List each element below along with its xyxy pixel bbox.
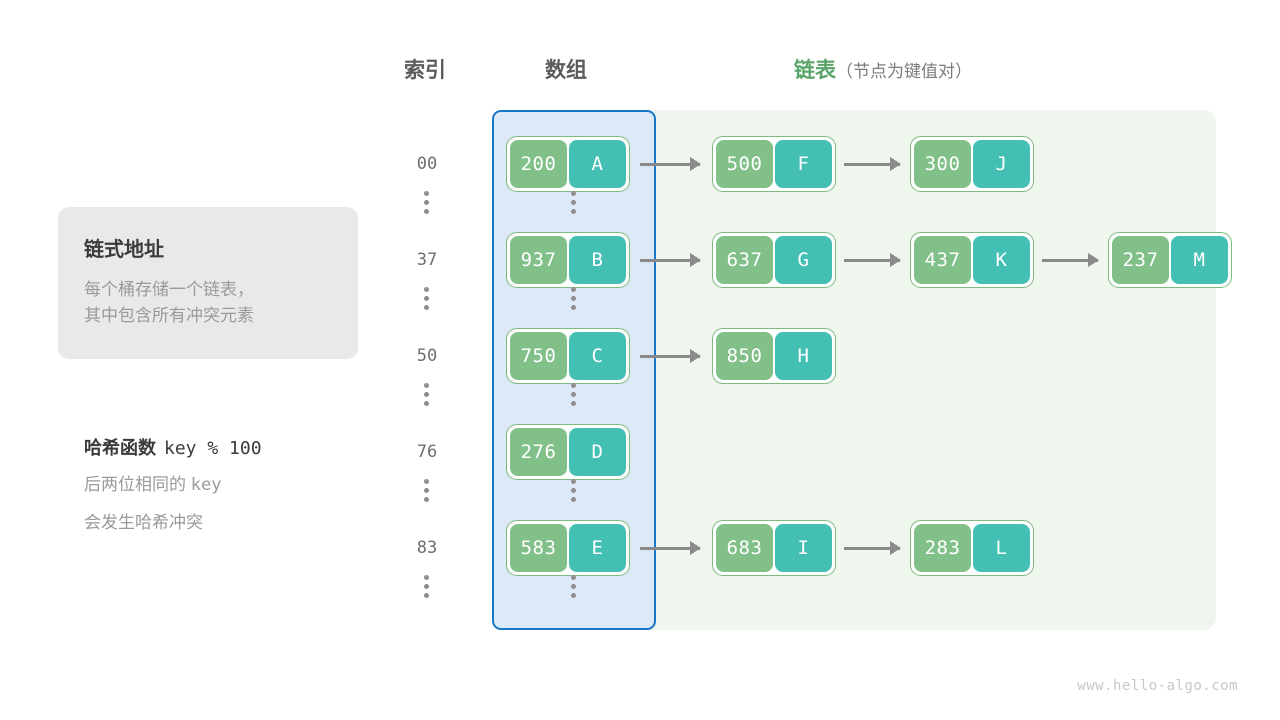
bucket-index-label: 76 bbox=[416, 442, 438, 462]
node-value: I bbox=[775, 524, 832, 572]
node-key: 583 bbox=[510, 524, 567, 572]
index-ellipsis bbox=[424, 287, 429, 310]
array-ellipsis bbox=[571, 191, 576, 214]
chain-arrow bbox=[844, 546, 900, 550]
chain-arrow bbox=[640, 258, 700, 262]
node-value: D bbox=[569, 428, 626, 476]
node-value: C bbox=[569, 332, 626, 380]
hash-note-keyword: key bbox=[190, 475, 222, 495]
chain-arrow bbox=[844, 258, 900, 262]
node-value: F bbox=[775, 140, 832, 188]
hash-function-heading: 哈希函数 key % 100 bbox=[84, 434, 384, 460]
node-value: B bbox=[569, 236, 626, 284]
array-ellipsis bbox=[571, 287, 576, 310]
hash-function-block: 哈希函数 key % 100 后两位相同的 key 会发生哈希冲突 bbox=[84, 434, 384, 537]
array-ellipsis bbox=[571, 575, 576, 598]
chain-arrow bbox=[1042, 258, 1098, 262]
bucket-index-label: 50 bbox=[416, 346, 438, 366]
info-card-title: 链式地址 bbox=[84, 239, 164, 261]
node-value: A bbox=[569, 140, 626, 188]
info-card: 链式地址 每个桶存储一个链表， 其中包含所有冲突元素 bbox=[58, 207, 358, 359]
node-value: K bbox=[973, 236, 1030, 284]
node-value: J bbox=[973, 140, 1030, 188]
index-ellipsis bbox=[424, 191, 429, 214]
footer-url: www.hello-algo.com bbox=[1077, 678, 1238, 694]
node-key: 437 bbox=[914, 236, 971, 284]
node-key: 237 bbox=[1112, 236, 1169, 284]
chain-arrow bbox=[640, 162, 700, 166]
array-ellipsis bbox=[571, 383, 576, 406]
info-card-line-1: 每个桶存储一个链表， bbox=[84, 280, 254, 299]
node-value: L bbox=[973, 524, 1030, 572]
node-key: 276 bbox=[510, 428, 567, 476]
bucket-index-label: 37 bbox=[416, 250, 438, 270]
column-header-linked-list: 链表（节点为键值对） bbox=[794, 54, 972, 84]
column-header-index: 索引 bbox=[404, 59, 446, 82]
node-value: E bbox=[569, 524, 626, 572]
chain-arrow bbox=[640, 354, 700, 358]
hash-note-line-1: 后两位相同的 key bbox=[84, 472, 384, 498]
node-value: G bbox=[775, 236, 832, 284]
index-ellipsis bbox=[424, 479, 429, 502]
node-key: 637 bbox=[716, 236, 773, 284]
hash-function-label: 哈希函数 bbox=[84, 438, 156, 458]
linked-list-label: 链表 bbox=[794, 59, 836, 82]
hash-note-line-2: 会发生哈希冲突 bbox=[84, 513, 203, 533]
linked-list-sublabel: （节点为键值对） bbox=[836, 62, 972, 81]
node-key: 850 bbox=[716, 332, 773, 380]
node-key: 500 bbox=[716, 140, 773, 188]
hash-note-text: 后两位相同的 bbox=[84, 475, 191, 494]
node-key: 283 bbox=[914, 524, 971, 572]
node-value: H bbox=[775, 332, 832, 380]
chain-arrow bbox=[640, 546, 700, 550]
node-value: M bbox=[1171, 236, 1228, 284]
bucket-index-label: 83 bbox=[416, 538, 438, 558]
node-key: 750 bbox=[510, 332, 567, 380]
bucket-index-label: 00 bbox=[416, 154, 438, 174]
hash-function-expression: key % 100 bbox=[164, 438, 262, 459]
index-ellipsis bbox=[424, 575, 429, 598]
array-ellipsis bbox=[571, 479, 576, 502]
node-key: 200 bbox=[510, 140, 567, 188]
index-ellipsis bbox=[424, 383, 429, 406]
node-key: 683 bbox=[716, 524, 773, 572]
chain-arrow bbox=[844, 162, 900, 166]
node-key: 937 bbox=[510, 236, 567, 284]
node-key: 300 bbox=[914, 140, 971, 188]
info-card-line-2: 其中包含所有冲突元素 bbox=[84, 306, 254, 326]
column-header-array: 数组 bbox=[545, 59, 587, 82]
